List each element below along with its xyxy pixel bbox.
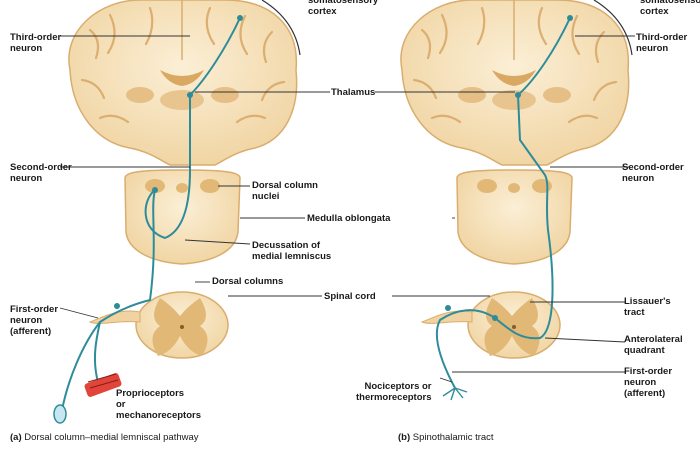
decussation-label: Decussation of medial lemniscus: [252, 240, 332, 262]
second-order-neuron-b: [494, 94, 554, 340]
spinal-cord-section-a: [88, 291, 229, 359]
first-order-label-b: First-order neuron (afferent): [624, 366, 673, 399]
cortex-label-a: somatosensory cortex: [308, 0, 379, 17]
receptors-label-a: Proprioceptors or mechanoreceptors: [116, 388, 202, 421]
caption-b-text: Spinothalamic tract: [412, 432, 494, 443]
free-nerve-endings-b: [442, 387, 468, 401]
caption-a-text: Dorsal column–medial lemniscal pathway: [24, 432, 199, 443]
second-order-neuron-a: [144, 95, 191, 240]
mechanoreceptor-a: [53, 373, 122, 424]
lissauer-label: Lissauer's tract: [624, 296, 671, 318]
anterolateral-label: Anterolateral quadrant: [624, 334, 683, 356]
synapse-dots-a: [114, 15, 243, 309]
thalamus-label: Thalamus: [331, 87, 376, 98]
receptors-label-b: Nociceptors or thermoreceptors: [356, 381, 432, 403]
third-order-label-b: Third-order neuron: [636, 32, 688, 54]
panel-a: [53, 0, 301, 424]
caption-b: (b) Spinothalamic tract: [398, 432, 494, 443]
cortex-label-b: somatosensory cortex: [640, 0, 700, 17]
first-order-neuron-a: [61, 189, 156, 411]
spinal-cord-label: Spinal cord: [324, 291, 376, 302]
caption-b-letter: (b): [398, 432, 411, 443]
third-order-neuron-a: [189, 17, 241, 96]
spinal-cord-section-b: [420, 291, 561, 359]
second-order-label-a: Second-order neuron: [10, 162, 72, 184]
brain-section-a: [68, 0, 298, 166]
cortex-arc-a: [261, 0, 301, 56]
medulla-label: Medulla oblongata: [307, 213, 391, 224]
synapse-dots-b: [445, 15, 573, 321]
shared-leaders: [195, 91, 515, 297]
third-order-label-a: Third-order neuron: [10, 32, 62, 54]
caption-a-letter: (a): [10, 432, 22, 443]
medulla-section-b: [456, 169, 573, 265]
cortex-arc-b: [593, 0, 633, 56]
leaders-a: [59, 35, 251, 319]
panel-b: [400, 0, 635, 401]
second-order-label-b: Second-order neuron: [622, 162, 684, 184]
first-order-label-a: First-order neuron (afferent): [10, 304, 59, 337]
dorsal-columns-label: Dorsal columns: [212, 276, 284, 287]
first-order-neuron-b: [435, 309, 496, 389]
brain-section-b: [400, 0, 630, 166]
leaders-b: [439, 35, 635, 383]
dorsal-column-nuclei-label: Dorsal column nuclei: [252, 180, 318, 202]
receptor-branch-a: [93, 321, 101, 383]
third-order-neuron-b: [517, 17, 571, 96]
caption-a: (a) Dorsal column–medial lemniscal pathw…: [10, 432, 199, 443]
